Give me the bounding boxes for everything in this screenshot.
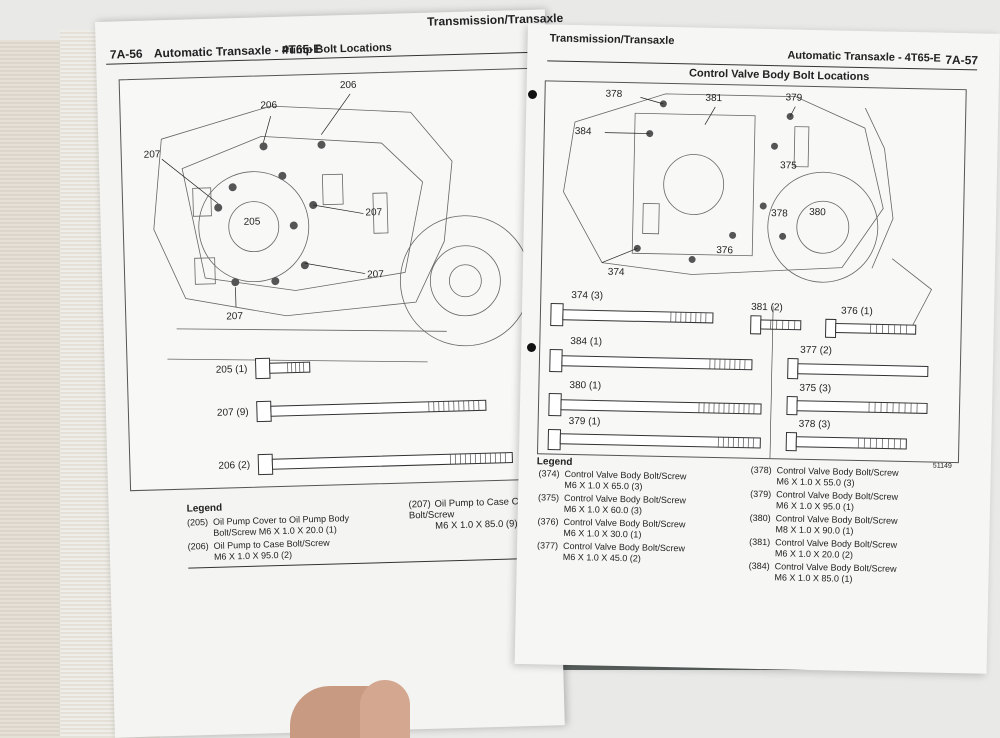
callout-379: 379 [785, 92, 803, 104]
bolt-label-374: 374 (3) [571, 289, 604, 302]
left-page-number: 7A-56 [109, 46, 143, 62]
callout-206-b: 206 [260, 99, 278, 112]
right-legend-item: (381)Control Valve Body Bolt/Screw M6 X … [749, 536, 898, 560]
right-header-title: Automatic Transaxle - 4T65-E [787, 49, 941, 65]
callout-207-b: 207 [365, 207, 383, 219]
right-page-number: 7A-57 [945, 52, 979, 68]
bolt-label-206: 206 (2) [218, 459, 251, 472]
callout-206-a: 206 [339, 79, 357, 92]
valve-body-diagram [547, 93, 933, 459]
bolt-label-205: 205 (1) [215, 363, 248, 376]
bolt-label-384: 384 (1) [570, 335, 603, 348]
valve-body-figure-box: 378 381 379 384 375 378 380 376 374 374 … [536, 80, 967, 464]
bolt-label-207: 207 (9) [216, 406, 249, 419]
pump-figure-box: 206 206 207 207 207 207 205 205 (1) 207 … [118, 67, 542, 492]
callout-380: 380 [809, 206, 826, 219]
callout-375: 375 [779, 160, 797, 172]
bolt-label-375: 375 (3) [799, 382, 832, 395]
callout-374: 374 [607, 266, 625, 279]
right-legend-item: (375)Control Valve Body Bolt/Screw M6 X … [537, 492, 687, 516]
pump-diagram [153, 93, 531, 476]
left-page: 7A-56 Automatic Transaxle - 4T65-E Trans… [95, 9, 565, 738]
callout-207-c: 207 [367, 269, 385, 281]
bolt-label-378: 378 (3) [798, 418, 831, 431]
right-header-section: Transmission/Transaxle [549, 32, 675, 48]
right-legend-item: (374)Control Valve Body Bolt/Screw M6 X … [538, 468, 687, 492]
right-legend-item: (384)Control Valve Body Bolt/Screw M6 X … [748, 560, 897, 584]
right-legend-item: (379)Control Valve Body Bolt/Screw M6 X … [750, 488, 899, 512]
bolt-label-379: 379 (1) [568, 415, 601, 428]
left-legend-item: (206)Oil Pump to Case Bolt/Screw M6 X 1.… [187, 537, 330, 562]
callout-205: 205 [243, 216, 261, 228]
thumb [360, 680, 410, 738]
bolt-label-377: 377 (2) [800, 344, 833, 357]
callout-378-b: 378 [770, 208, 788, 220]
callout-207-d: 207 [226, 310, 244, 323]
callout-381: 381 [705, 92, 723, 105]
right-legend-item: (377)Control Valve Body Bolt/Screw M6 X … [536, 540, 686, 564]
right-legend-item: (376)Control Valve Body Bolt/Screw M6 X … [537, 516, 686, 540]
callout-207-a: 207 [143, 149, 161, 161]
left-legend-title: Legend [186, 502, 223, 515]
bolt-label-376: 376 (1) [840, 305, 873, 318]
bolt-label-381: 381 (2) [751, 301, 783, 314]
right-legend-item: (380)Control Valve Body Bolt/Screw M8 X … [749, 512, 898, 536]
binder-hole [527, 343, 536, 352]
callout-376: 376 [716, 244, 734, 257]
right-legend-title: Legend [536, 456, 573, 469]
right-page: Transmission/Transaxle Automatic Transax… [514, 24, 1000, 674]
left-figure-title: Pump Bolt Locations [281, 41, 393, 57]
bolt-label-380: 380 (1) [569, 379, 602, 392]
callout-378-a: 378 [605, 88, 623, 100]
right-legend-item: (378)Control Valve Body Bolt/Screw M6 X … [750, 464, 899, 488]
binder-hole [528, 90, 537, 99]
callout-384: 384 [574, 126, 592, 138]
right-figure-title: Control Valve Body Bolt Locations [688, 67, 870, 84]
